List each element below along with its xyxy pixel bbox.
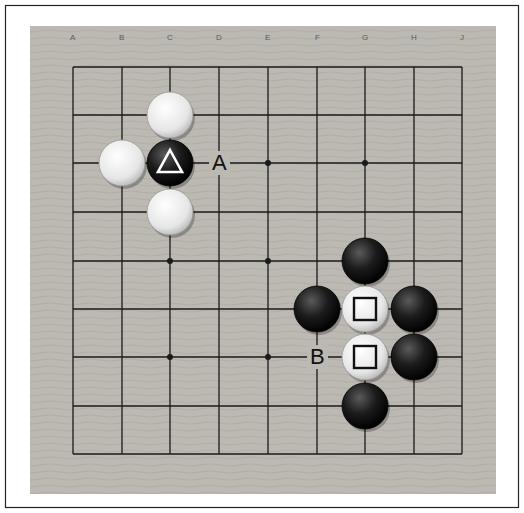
coordinate-letter: E (265, 34, 270, 42)
white-stone (99, 140, 145, 186)
star-points (167, 160, 368, 360)
black-stone (391, 334, 437, 380)
grid-line (73, 453, 462, 454)
star-point (265, 258, 271, 264)
black-stone (294, 286, 340, 332)
black-stone (391, 286, 437, 332)
board-ground (30, 26, 496, 494)
coordinate-letter: J (460, 34, 464, 42)
coordinate-letter: C (167, 34, 173, 42)
point-label: A (209, 151, 230, 175)
grid-lines (73, 67, 462, 454)
coordinate-letter: B (119, 34, 124, 42)
grid-line (73, 405, 462, 406)
star-point (167, 354, 173, 360)
square-mark (354, 298, 376, 320)
stones (99, 92, 439, 432)
coordinate-letter: F (315, 34, 320, 42)
star-point (265, 160, 271, 166)
point-label: B (307, 345, 328, 369)
grid-line (316, 67, 317, 454)
star-point (265, 354, 271, 360)
coordinate-letter: D (216, 34, 222, 42)
coordinate-letter: H (411, 34, 417, 42)
black-stone (147, 140, 193, 186)
star-point (362, 160, 368, 166)
white-stone (147, 189, 193, 235)
coordinate-letter: A (70, 34, 75, 42)
white-stone (147, 92, 193, 138)
frame (6, 6, 519, 508)
black-stone (342, 238, 388, 284)
square-mark (354, 346, 376, 368)
black-stone (342, 383, 388, 429)
grid-line (461, 67, 462, 454)
white-stone (342, 286, 388, 332)
white-stone (342, 334, 388, 380)
grid-line (413, 67, 414, 454)
coordinate-letter: G (362, 34, 368, 42)
star-point (167, 258, 173, 264)
triangle-mark (158, 150, 182, 172)
